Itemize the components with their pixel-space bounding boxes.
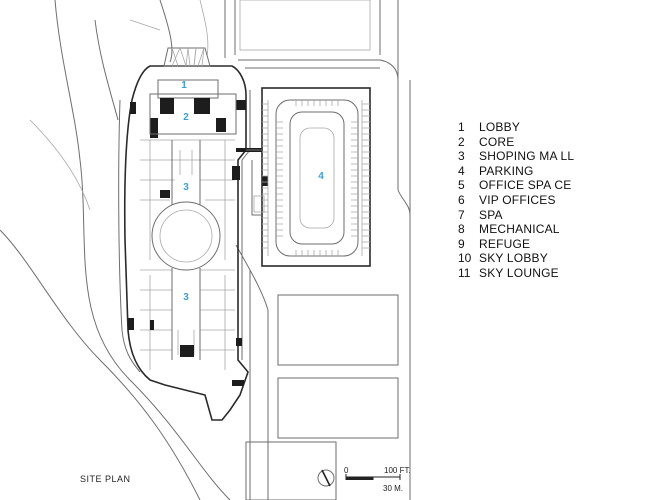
zone-label-lobby: 1 <box>181 80 187 91</box>
legend-item: 8 MECHANICAL <box>458 222 574 237</box>
legend-label: OFFICE SPA CE <box>479 178 572 193</box>
parking-structure <box>261 87 371 267</box>
zone-label-mall-south: 3 <box>183 292 189 303</box>
connector <box>246 149 265 216</box>
legend-label: MECHANICAL <box>479 222 560 237</box>
zone-label-core: 2 <box>183 112 189 123</box>
core-block <box>128 79 268 386</box>
legend-item: 7 SPA <box>458 208 574 223</box>
legend-number: 3 <box>458 149 465 164</box>
legend-label: PARKING <box>479 163 534 178</box>
legend-number: 4 <box>458 163 465 178</box>
streets <box>0 0 411 500</box>
scale-bar <box>345 474 401 480</box>
legend-number: 5 <box>458 178 465 193</box>
legend-item: 9 REFUGE <box>458 237 574 252</box>
legend-item: 5 OFFICE SPA CE <box>458 178 574 193</box>
legend-number: 9 <box>458 236 465 251</box>
legend-item: 11 SKY LOUNGE <box>458 266 574 281</box>
legend-number: 8 <box>458 222 465 237</box>
legend-label: SPA <box>479 207 503 222</box>
scale-feet-label: 100 FT. <box>384 466 411 475</box>
legend-number: 11 <box>458 265 471 280</box>
legend-item: 6 VIP OFFICES <box>458 193 574 208</box>
legend-label: SKY LOUNGE <box>479 265 559 280</box>
legend-item: 1 LOBBY <box>458 120 574 135</box>
north-arrow-icon <box>317 469 335 487</box>
legend-label: VIP OFFICES <box>479 192 556 207</box>
legend-number: 2 <box>458 134 465 149</box>
building-footprint <box>118 65 251 421</box>
legend-number: 1 <box>458 120 465 134</box>
legend-item: 10 SKY LOBBY <box>458 251 574 266</box>
legend-number: 6 <box>458 192 465 207</box>
parking-stall-lines <box>262 100 370 256</box>
legend-item: 2 CORE <box>458 135 574 150</box>
legend-label: REFUGE <box>479 236 531 251</box>
scale-meters-label: 30 M. <box>383 484 403 493</box>
legend-label: CORE <box>479 134 515 149</box>
zone-label-parking: 4 <box>318 171 324 182</box>
legend: 1 LOBBY 2 CORE 3 SHOPING MA LL 4 PARKING 5 OF… <box>458 120 574 281</box>
scale-zero-label: 0 <box>344 466 349 475</box>
legend-item: 4 PARKING <box>458 164 574 179</box>
legend-number: 10 <box>458 251 472 266</box>
parking-stalls <box>262 100 370 256</box>
legend-item: 3 SHOPING MA LL <box>458 149 574 164</box>
entrance-canopy <box>163 47 211 67</box>
zone-label-mall-north: 3 <box>183 182 189 193</box>
legend-number: 7 <box>458 207 465 222</box>
site-plan-caption: SITE PLAN <box>80 474 131 484</box>
legend-label: LOBBY <box>479 120 521 134</box>
adjacent-parcels <box>239 0 399 500</box>
legend-label: SKY LOBBY <box>479 251 548 266</box>
legend-label: SHOPING MA LL <box>479 149 575 164</box>
